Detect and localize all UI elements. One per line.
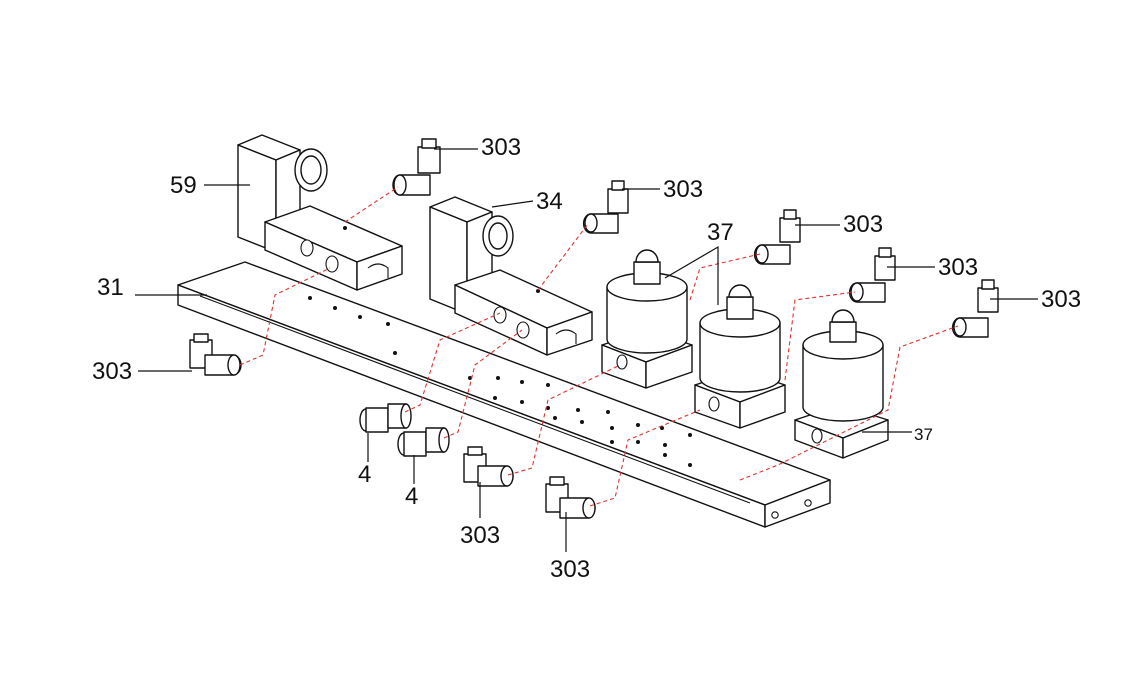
label-4-a: 4 — [358, 461, 371, 488]
straight-fitting-a — [359, 403, 412, 433]
solenoid-valve-c — [794, 309, 889, 459]
label-34: 34 — [536, 188, 563, 215]
leader-lines — [135, 148, 1038, 552]
label-303-top-1: 303 — [481, 134, 521, 161]
label-303-bottom-1: 303 — [460, 522, 500, 549]
callout-labels: 59 303 34 303 37 303 303 303 31 303 37 4… — [92, 134, 1081, 583]
elbow-fitting-top-1 — [392, 138, 441, 196]
label-303-bottom-2: 303 — [550, 556, 590, 583]
label-37-top: 37 — [707, 219, 734, 246]
elbow-fitting-top-4 — [848, 247, 896, 303]
elbow-fitting-bottom-1 — [463, 446, 514, 487]
label-303-top-5: 303 — [1041, 286, 1081, 313]
solenoid-valve-a — [601, 249, 693, 389]
label-31: 31 — [97, 274, 124, 301]
valve-body-left — [264, 205, 403, 291]
elbow-fitting-top-5 — [951, 279, 999, 338]
label-37-side: 37 — [914, 425, 933, 444]
label-303-left: 303 — [92, 358, 132, 385]
label-303-top-3: 303 — [843, 211, 883, 238]
flow-paths — [239, 186, 959, 507]
valve-body-34 — [454, 269, 593, 356]
label-303-top-2: 303 — [663, 176, 703, 203]
label-59: 59 — [170, 172, 197, 199]
label-4-b: 4 — [405, 483, 418, 510]
elbow-fitting-top-2 — [582, 180, 629, 234]
straight-fitting-b — [397, 427, 450, 457]
manifold-holes — [308, 296, 692, 467]
elbow-fitting-left — [189, 333, 242, 376]
manifold-bar — [177, 261, 831, 528]
solenoid-valve-b — [694, 284, 786, 429]
elbow-fitting-top-3 — [753, 209, 801, 265]
label-303-top-4: 303 — [938, 254, 978, 281]
elbow-fitting-bottom-2 — [545, 476, 596, 519]
